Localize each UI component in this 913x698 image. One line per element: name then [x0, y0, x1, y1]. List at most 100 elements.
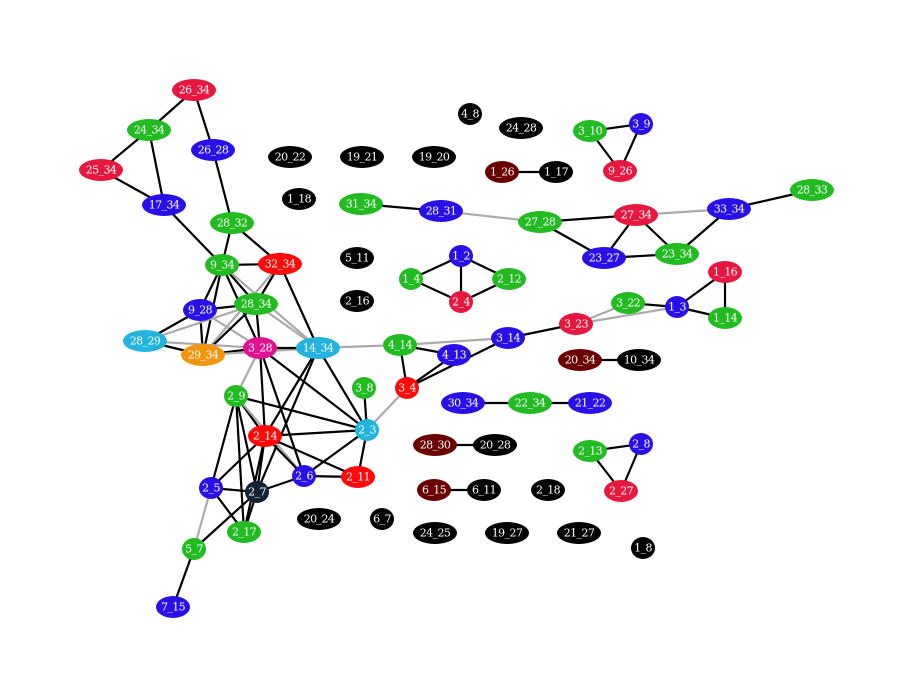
node-24_34: 24_34	[127, 119, 171, 141]
edge-32_34-14_34	[278, 263, 320, 349]
node-24_28: 24_28	[499, 117, 543, 139]
node-3_4: 3_4	[395, 377, 419, 399]
node-shape	[629, 433, 653, 455]
node-label: 2_6	[295, 470, 313, 483]
node-shape	[172, 79, 216, 101]
node-shape	[665, 296, 689, 318]
edge-3_23-1_3	[575, 305, 678, 326]
node-label: 6_11	[472, 484, 496, 497]
node-1_16: 1_16	[708, 261, 742, 283]
node-label: 19_21	[347, 151, 378, 164]
node-label: 27_28	[525, 216, 556, 229]
node-shape	[604, 480, 638, 502]
node-shape	[156, 596, 190, 618]
node-2_17: 2_17	[227, 521, 261, 543]
edge-14_34-2_14	[264, 347, 319, 437]
node-label: 28_34	[241, 298, 272, 311]
node-shape	[268, 146, 312, 168]
node-shape	[191, 139, 235, 161]
node-shape	[617, 349, 661, 371]
node-1_18: 1_18	[282, 188, 316, 210]
node-label: 2_18	[536, 484, 561, 497]
node-label: 4_14	[388, 339, 413, 352]
node-shape	[341, 466, 375, 488]
node-label: 1_14	[713, 312, 738, 325]
node-label: 10_34	[624, 354, 655, 367]
node-label: 9_28	[188, 304, 213, 317]
node-shape	[355, 419, 379, 441]
node-label: 2_16	[345, 295, 370, 308]
node-28_29: 28_29	[123, 330, 167, 352]
node-label: 25_34	[86, 164, 117, 177]
node-2_5: 2_5	[199, 477, 223, 499]
node-label: 27_34	[621, 209, 652, 222]
node-shape	[234, 293, 278, 315]
node-shape	[127, 119, 171, 141]
node-label: 1_4	[402, 273, 420, 286]
node-label: 21_22	[575, 397, 606, 410]
node-6_15: 6_15	[417, 479, 451, 501]
node-label: 1_16	[713, 266, 738, 279]
edge-17_34-9_34	[163, 204, 223, 266]
node-5_11: 5_11	[340, 247, 374, 269]
node-label: 3_10	[578, 125, 603, 138]
node-3_22: 3_22	[611, 292, 645, 314]
node-label: 20_34	[565, 354, 596, 367]
node-shape	[181, 344, 225, 366]
node-shape	[297, 508, 341, 530]
node-label: 6_7	[373, 513, 391, 526]
node-label: 24_34	[134, 124, 165, 137]
node-23_34: 23_34	[655, 243, 699, 265]
node-shape	[245, 481, 269, 503]
node-label: 1_3	[668, 301, 686, 314]
node-shape	[531, 479, 565, 501]
node-label: 2_11	[346, 471, 370, 484]
node-shape	[419, 200, 463, 222]
node-32_34: 32_34	[258, 253, 302, 275]
node-label: 20_22	[275, 151, 306, 164]
node-31_34: 31_34	[339, 193, 383, 215]
node-19_20: 19_20	[412, 146, 456, 168]
node-28_32: 28_32	[210, 212, 254, 234]
node-label: 2_12	[497, 273, 521, 286]
node-label: 26_28	[198, 144, 229, 157]
node-2_7: 2_7	[245, 481, 269, 503]
node-shape	[708, 261, 742, 283]
node-label: 3_14	[496, 332, 521, 345]
node-label: 3_8	[355, 382, 373, 395]
node-label: 29_34	[188, 349, 219, 362]
node-label: 28_31	[426, 205, 457, 218]
node-label: 33_34	[714, 203, 745, 216]
node-9_26: 9_26	[603, 160, 637, 182]
node-label: 3_28	[248, 342, 273, 355]
node-shape	[395, 377, 419, 399]
node-label: 9_26	[608, 165, 633, 178]
node-2_13: 2_13	[573, 440, 607, 462]
node-shape	[224, 385, 248, 407]
node-label: 3_23	[564, 318, 589, 331]
node-shape	[631, 537, 655, 559]
node-shape	[205, 254, 239, 276]
node-label: 2_9	[227, 390, 245, 403]
node-label: 30_34	[448, 397, 479, 410]
node-28_31: 28_31	[419, 200, 463, 222]
node-shape	[485, 161, 519, 183]
node-shape	[559, 313, 593, 335]
node-shape	[573, 440, 607, 462]
node-label: 3_4	[398, 382, 416, 395]
node-5_7: 5_7	[182, 538, 206, 560]
node-9_28: 9_28	[183, 299, 217, 321]
node-label: 17_34	[149, 199, 180, 212]
node-21_22: 21_22	[568, 392, 612, 414]
node-3_9: 3_9	[629, 113, 653, 135]
node-shape	[437, 344, 471, 366]
edge-2_3-2_6	[303, 429, 368, 477]
node-shape	[449, 245, 473, 267]
edge-26_28-28_32	[211, 149, 234, 224]
node-label: 26_34	[179, 84, 210, 97]
node-3_28: 3_28	[243, 337, 277, 359]
node-22_34: 22_34	[508, 392, 552, 414]
edge-28_34-28_29	[144, 302, 257, 343]
node-shape	[557, 522, 601, 544]
